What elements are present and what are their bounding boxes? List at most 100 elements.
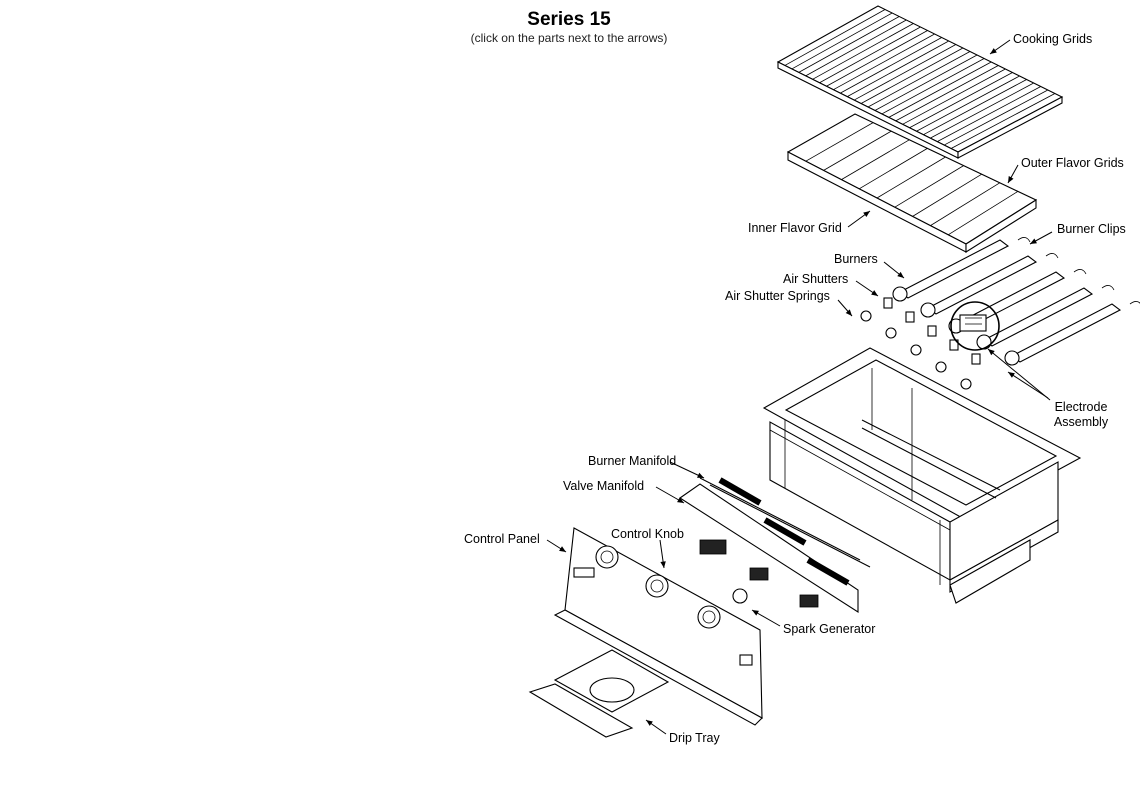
label-burners[interactable]: Burners xyxy=(834,252,878,266)
callout-arrow-head xyxy=(897,271,904,278)
drip-tray-part[interactable] xyxy=(528,649,670,738)
air-shutter xyxy=(971,353,981,365)
flavor-rib xyxy=(841,139,910,180)
grid-bar xyxy=(937,86,1041,142)
air-shutter-spring xyxy=(960,378,972,390)
page-title: Series 15 xyxy=(527,9,611,30)
callout-arrows xyxy=(546,39,1053,735)
grid-bar xyxy=(881,58,985,115)
control-panel-part[interactable] xyxy=(553,527,763,726)
electrode-assembly-highlight[interactable] xyxy=(950,301,1000,351)
callout-arrow-head xyxy=(1008,176,1014,183)
grid-bar xyxy=(860,47,964,104)
grid-bar xyxy=(888,61,992,118)
label-cooking-grids[interactable]: Cooking Grids xyxy=(1013,32,1093,46)
grid-bar xyxy=(853,44,957,101)
callout-arrow-line xyxy=(987,348,1051,401)
burner-clip xyxy=(1073,269,1087,275)
flavor-rib xyxy=(947,191,1019,236)
callout-arrow-head xyxy=(1030,238,1037,244)
grid-bar xyxy=(902,68,1006,125)
callout-arrow-head xyxy=(990,48,997,54)
grid-bar xyxy=(819,26,921,84)
label-inner-flavor-grid[interactable]: Inner Flavor Grid xyxy=(748,221,842,235)
control-knob-2[interactable] xyxy=(645,574,669,598)
label-burner-clips[interactable]: Burner Clips xyxy=(1057,222,1126,236)
grid-bar xyxy=(784,9,886,66)
label-control-knob[interactable]: Control Knob xyxy=(611,527,684,541)
callout-arrow-head xyxy=(871,290,878,296)
burner-tube xyxy=(898,239,1010,299)
burner-inlet xyxy=(920,302,936,318)
grid-bar xyxy=(923,79,1027,136)
callout-arrow-head xyxy=(752,610,759,616)
label-electrode-assembly-line1: Electrode xyxy=(1054,400,1108,414)
grid-bar xyxy=(826,30,928,87)
flavor-rib xyxy=(823,130,892,171)
callout-arrow-head xyxy=(697,472,704,478)
burner-inlet xyxy=(892,286,908,302)
label-valve-manifold[interactable]: Valve Manifold xyxy=(563,479,645,493)
grid-bar xyxy=(916,75,1020,132)
burner-inlet xyxy=(976,334,992,350)
flavor-rib xyxy=(894,165,964,208)
burner-tube xyxy=(1010,303,1122,363)
air-shutter xyxy=(927,325,937,337)
flavor-rib xyxy=(805,122,874,162)
air-shutter xyxy=(883,297,893,309)
control-knob-1[interactable] xyxy=(595,545,619,569)
callout-arrow-line xyxy=(1007,371,1049,399)
grid-bar xyxy=(805,19,907,77)
grid-bar xyxy=(840,37,942,94)
burners-part[interactable] xyxy=(892,237,1140,366)
callout-arrow-head xyxy=(559,546,566,552)
callout-arrow-head xyxy=(863,211,870,217)
manifold-part[interactable] xyxy=(679,477,871,614)
label-electrode-assembly-line2: Assembly xyxy=(1053,415,1109,429)
grid-bar xyxy=(874,54,978,111)
callout-arrow-head xyxy=(677,497,684,503)
burner-clip xyxy=(1017,237,1031,243)
grid-bar xyxy=(798,16,900,73)
label-air-shutter-springs[interactable]: Air Shutter Springs xyxy=(725,289,830,303)
label-burner-manifold[interactable]: Burner Manifold xyxy=(588,454,677,468)
label-control-panel[interactable]: Control Panel xyxy=(464,532,540,546)
page-subtitle: (click on the parts next to the arrows) xyxy=(470,31,668,45)
grid-bar xyxy=(950,93,1056,149)
air-shutter-spring xyxy=(860,310,872,322)
firebox-part xyxy=(762,347,1082,604)
burner-clip xyxy=(1101,285,1115,291)
callout-arrow-head xyxy=(646,720,653,726)
callout-arrow-head xyxy=(845,309,852,316)
flavor-grids-part[interactable] xyxy=(786,113,1038,253)
grid-bar xyxy=(895,65,999,122)
label-drip-tray[interactable]: Drip Tray xyxy=(669,731,720,745)
burner-clip xyxy=(1045,253,1059,259)
grid-bar xyxy=(791,12,893,70)
callout-arrow-head xyxy=(1008,372,1015,378)
air-shutter-spring xyxy=(910,344,922,356)
grid-bar xyxy=(847,40,949,97)
label-outer-flavor-grids[interactable]: Outer Flavor Grids xyxy=(1021,156,1124,170)
grid-bar xyxy=(867,51,971,108)
flavor-rib xyxy=(858,148,928,190)
label-spark-generator[interactable]: Spark Generator xyxy=(783,622,876,636)
grid-bar xyxy=(943,89,1049,146)
grid-bar xyxy=(833,33,935,91)
cooking-grids-part[interactable] xyxy=(776,5,1064,159)
flavor-rib xyxy=(876,156,946,199)
control-knob-3[interactable] xyxy=(697,605,721,629)
callout-arrow-head xyxy=(988,349,995,356)
burner-tube xyxy=(926,255,1038,315)
burner-tube xyxy=(982,287,1094,347)
label-electrode-assembly[interactable]: Electrode Assembly xyxy=(1046,400,1116,430)
label-air-shutters[interactable]: Air Shutters xyxy=(783,272,849,286)
grid-bar xyxy=(930,82,1034,139)
air-shutters-part[interactable] xyxy=(860,297,981,390)
air-shutter xyxy=(905,311,915,323)
air-shutter-spring xyxy=(885,327,897,339)
grid-bar xyxy=(812,23,914,80)
burner-inlet xyxy=(1004,350,1020,366)
grid-bar xyxy=(909,72,1013,129)
